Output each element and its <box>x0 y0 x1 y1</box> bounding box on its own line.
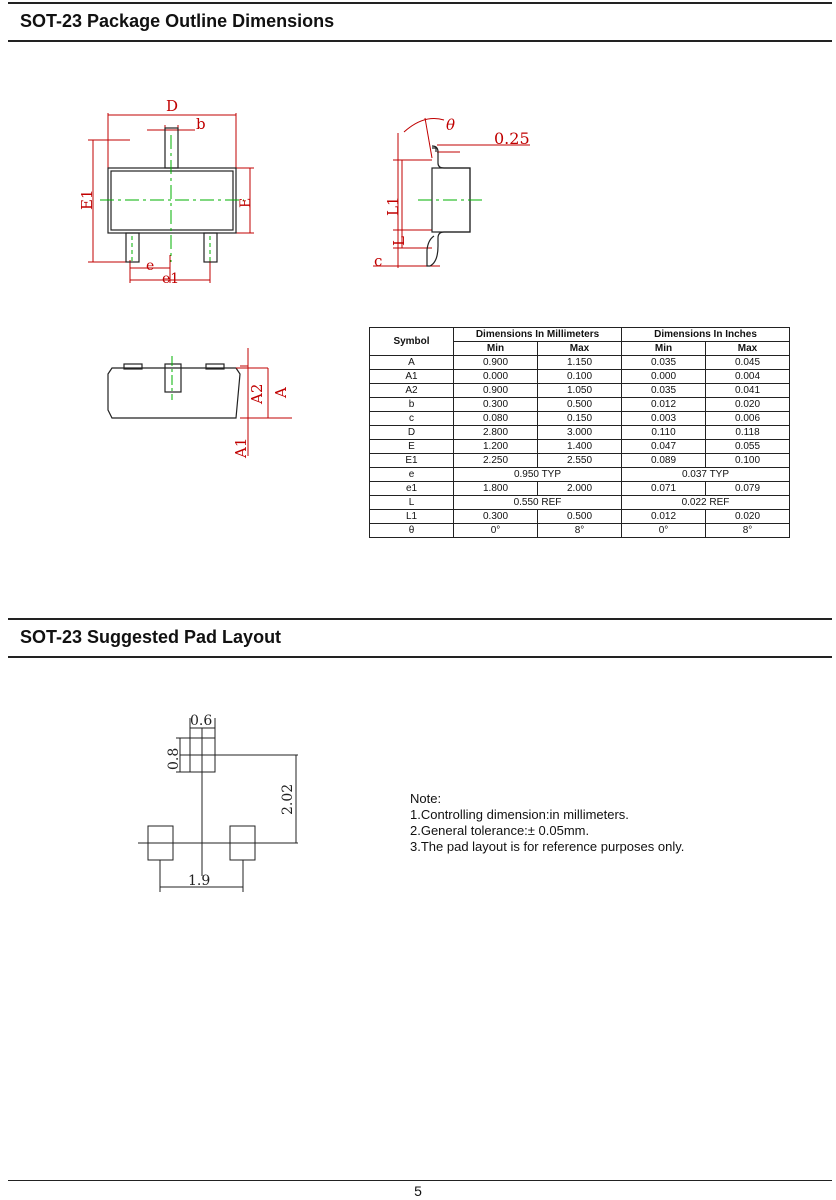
note-item: 2.General tolerance:± 0.05mm. <box>410 823 590 838</box>
label-c: c <box>374 252 382 270</box>
pad-hspan-label: 1.9 <box>188 873 210 889</box>
page-number: 5 <box>414 1183 422 1199</box>
side-view-drawing: θ 0.25 L1 L c <box>373 116 530 270</box>
pad-vspan-label: 2.02 <box>280 784 296 815</box>
note-item: 3.The pad layout is for reference purpos… <box>410 839 685 854</box>
label-theta: θ <box>446 116 455 134</box>
pad-height-label: 0.8 <box>166 748 182 770</box>
outline-section-title: SOT-23 Package Outline Dimensions <box>20 11 335 31</box>
dimensions-table: Symbol Dimensions In Millimeters Dimensi… <box>369 327 790 538</box>
note-item: 1.Controlling dimension:in millimeters. <box>410 807 629 822</box>
symbol-header: Symbol <box>369 327 454 356</box>
pad-section-header: SOT-23 Suggested Pad Layout <box>8 618 832 658</box>
pad-width-label: 0.6 <box>190 713 212 729</box>
pad-section-title: SOT-23 Suggested Pad Layout <box>20 627 282 647</box>
outline-section-header: SOT-23 Package Outline Dimensions <box>8 2 832 42</box>
label-E1: E1 <box>78 190 96 211</box>
cell: 8° <box>705 523 790 538</box>
label-e1: e1 <box>162 271 179 287</box>
label-A: A <box>272 387 290 399</box>
label-lead-dim: 0.25 <box>494 129 530 148</box>
footer-rule <box>8 1180 832 1181</box>
label-e: e <box>146 258 154 274</box>
front-view-drawing: A2 A A1 <box>107 348 292 459</box>
notes-heading: Note: <box>410 791 442 806</box>
label-L1: L1 <box>384 196 402 216</box>
label-A2: A2 <box>248 384 266 405</box>
label-E: E <box>238 198 254 208</box>
label-b: b <box>196 115 206 133</box>
label-L: L <box>390 236 408 246</box>
label-A1: A1 <box>232 438 250 459</box>
top-view-drawing: D b E1 E e e1 <box>78 97 254 287</box>
notes-block: Note: 1.Controlling dimension:in millime… <box>410 791 684 855</box>
label-D: D <box>166 97 178 115</box>
